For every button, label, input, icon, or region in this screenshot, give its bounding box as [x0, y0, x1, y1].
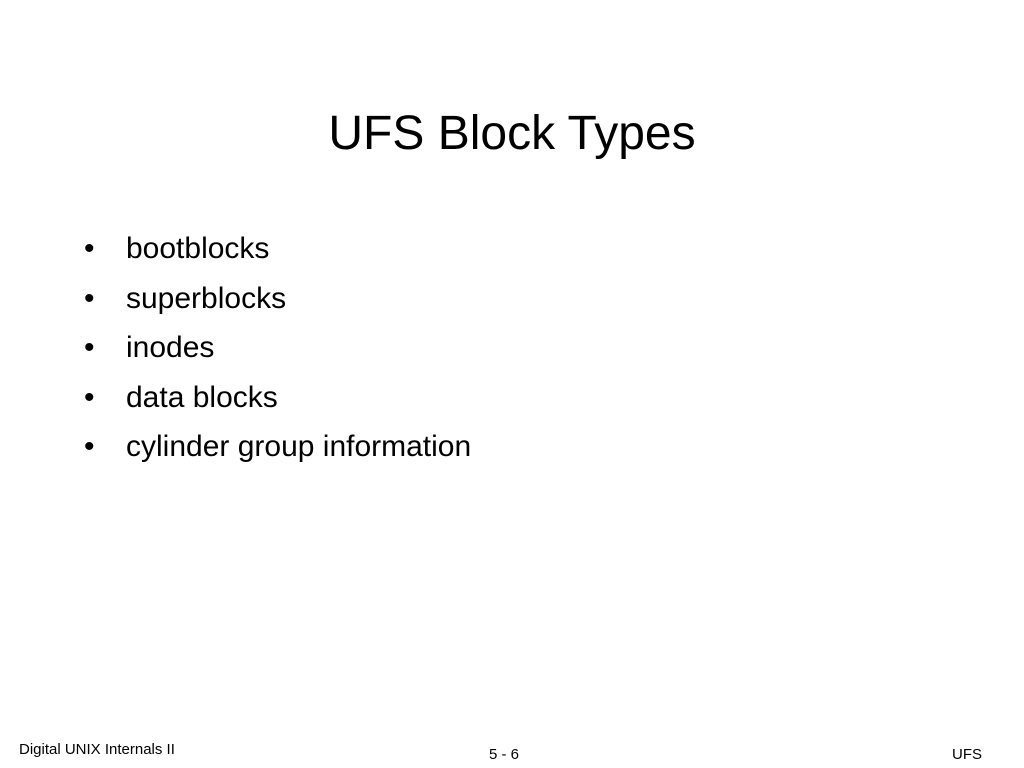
footer-page-number: 5 - 6: [488, 746, 519, 763]
footer-section-name: UFS: [952, 746, 982, 763]
slide-title: UFS Block Types: [328, 107, 696, 160]
bullet-icon: •: [84, 232, 95, 265]
bullet-text: cylinder group information: [126, 430, 472, 463]
bullet-text: inodes: [126, 331, 215, 364]
footer-course-title: Digital UNIX Internals II: [19, 741, 175, 758]
bullet-icon: •: [84, 380, 95, 414]
bullet-list: • bootblocks • superblocks • inodes • da…: [84, 224, 471, 472]
bullet-text: superblocks: [126, 281, 287, 315]
bullet-item-inodes: • inodes: [84, 323, 471, 373]
bullet-icon: •: [84, 281, 95, 315]
bullet-text: bootblocks: [126, 232, 270, 265]
bullet-item-data-blocks: • data blocks: [84, 373, 471, 423]
bullet-item-bootblocks: • bootblocks: [84, 224, 471, 274]
bullet-icon: •: [84, 430, 95, 463]
bullet-icon: •: [84, 331, 95, 364]
bullet-item-cylinder-group: • cylinder group information: [84, 422, 471, 472]
bullet-text: data blocks: [126, 380, 278, 414]
bullet-item-superblocks: • superblocks: [84, 274, 471, 324]
